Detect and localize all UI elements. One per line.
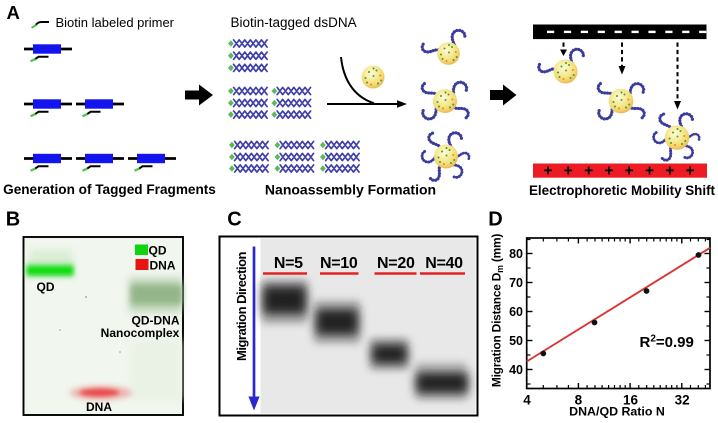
svg-text:N=5: N=5 (274, 255, 303, 272)
svg-text:Migration Distance Dm (mm): Migration Distance Dm (mm) (490, 234, 506, 387)
svg-text:Biotin labeled primer: Biotin labeled primer (56, 15, 175, 30)
svg-text:Nanoassembly Formation: Nanoassembly Formation (265, 182, 436, 198)
svg-text:80: 80 (509, 247, 523, 261)
svg-text:8: 8 (575, 393, 583, 408)
svg-text:+: + (543, 163, 552, 180)
svg-text:DNA/QD Ratio N: DNA/QD Ratio N (569, 404, 665, 418)
svg-text:B: B (6, 209, 20, 231)
svg-text:Generation of Tagged Fragments: Generation of Tagged Fragments (3, 182, 216, 197)
svg-text:16: 16 (623, 393, 639, 408)
svg-text:+: + (564, 163, 573, 180)
svg-text:Electrophoretic Mobility Shift: Electrophoretic Mobility Shift (529, 183, 716, 198)
svg-text:Migration Direction: Migration Direction (234, 251, 249, 361)
svg-text:QD: QD (149, 244, 167, 258)
svg-text:+: + (584, 163, 593, 180)
svg-text:C: C (227, 209, 241, 231)
svg-text:N=10: N=10 (320, 255, 358, 272)
svg-text:32: 32 (675, 393, 690, 408)
svg-text:50: 50 (509, 334, 523, 348)
svg-text:4: 4 (523, 393, 531, 408)
svg-text:A: A (7, 2, 20, 23)
svg-text:N=20: N=20 (377, 255, 415, 272)
svg-text:DNA: DNA (86, 400, 112, 414)
svg-text:+: + (645, 163, 654, 180)
svg-text:Biotin-tagged dsDNA: Biotin-tagged dsDNA (231, 15, 357, 30)
svg-text:+: + (604, 163, 613, 180)
svg-text:N=40: N=40 (425, 255, 463, 272)
svg-text:40: 40 (509, 363, 523, 377)
svg-text:+: + (686, 163, 695, 180)
svg-text:+: + (665, 163, 674, 180)
svg-text:DNA: DNA (150, 259, 176, 273)
svg-text:70: 70 (509, 276, 523, 290)
svg-text:QD: QD (37, 280, 55, 294)
svg-text:D: D (488, 209, 502, 231)
svg-text:QD-DNA: QD-DNA (132, 314, 180, 328)
svg-text:60: 60 (509, 305, 523, 319)
svg-text:+: + (625, 163, 634, 180)
svg-text:R2=0.99: R2=0.99 (640, 334, 694, 352)
svg-text:Nanocomplex: Nanocomplex (101, 326, 180, 340)
